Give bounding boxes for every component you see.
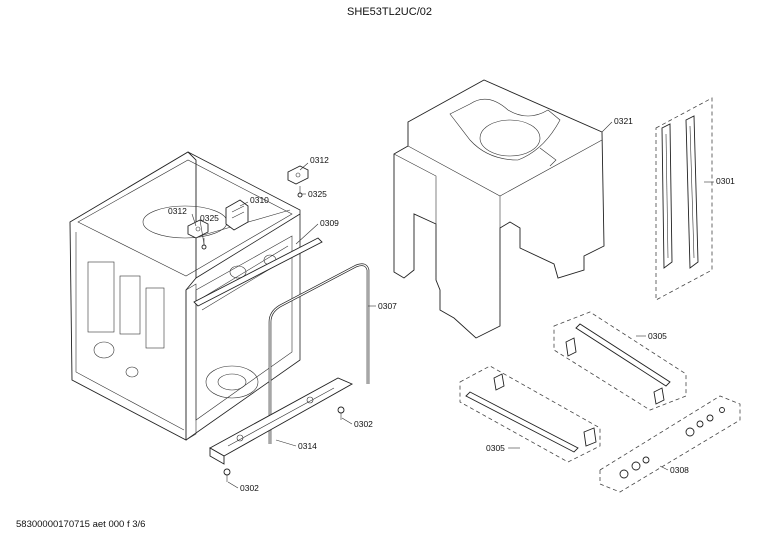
leader-lines	[191, 121, 714, 489]
label-0310: 0310	[250, 195, 269, 205]
label-0305-lower: 0305	[486, 443, 505, 453]
hinge-0310	[225, 199, 249, 231]
hinge-bracket-upper	[287, 165, 309, 198]
screw-0302-left	[223, 468, 231, 482]
part-0307-seal	[268, 263, 370, 444]
document-reference: 58300000170715 aet 000 f 3/6	[16, 519, 146, 530]
label-0305-upper: 0305	[648, 331, 667, 341]
label-0321: 0321	[614, 116, 633, 126]
label-0309: 0309	[320, 218, 339, 228]
label-0325-upper: 0325	[308, 189, 327, 199]
label-0312-upper: 0312	[310, 155, 329, 165]
dishwasher-tub	[69, 151, 301, 441]
diagram-title: SHE53TL2UC/02	[347, 6, 432, 18]
part-0301-panels	[655, 97, 713, 301]
part-0309-strip	[193, 237, 323, 307]
part-0305-rail-lower	[459, 365, 601, 463]
label-0302-right: 0302	[354, 419, 373, 429]
part-0305-rail-upper	[553, 311, 687, 411]
label-0308: 0308	[670, 465, 689, 475]
label-0307: 0307	[378, 301, 397, 311]
label-0314: 0314	[298, 441, 317, 451]
label-0301: 0301	[716, 176, 735, 186]
label-0325-lower: 0325	[200, 213, 219, 223]
part-0321-insulation	[393, 79, 605, 339]
screw-0302-right	[337, 406, 345, 420]
part-0308-rollers	[599, 395, 741, 493]
label-0312-lower: 0312	[168, 206, 187, 216]
part-0314-rail	[209, 377, 354, 465]
label-0302-left: 0302	[240, 483, 259, 493]
